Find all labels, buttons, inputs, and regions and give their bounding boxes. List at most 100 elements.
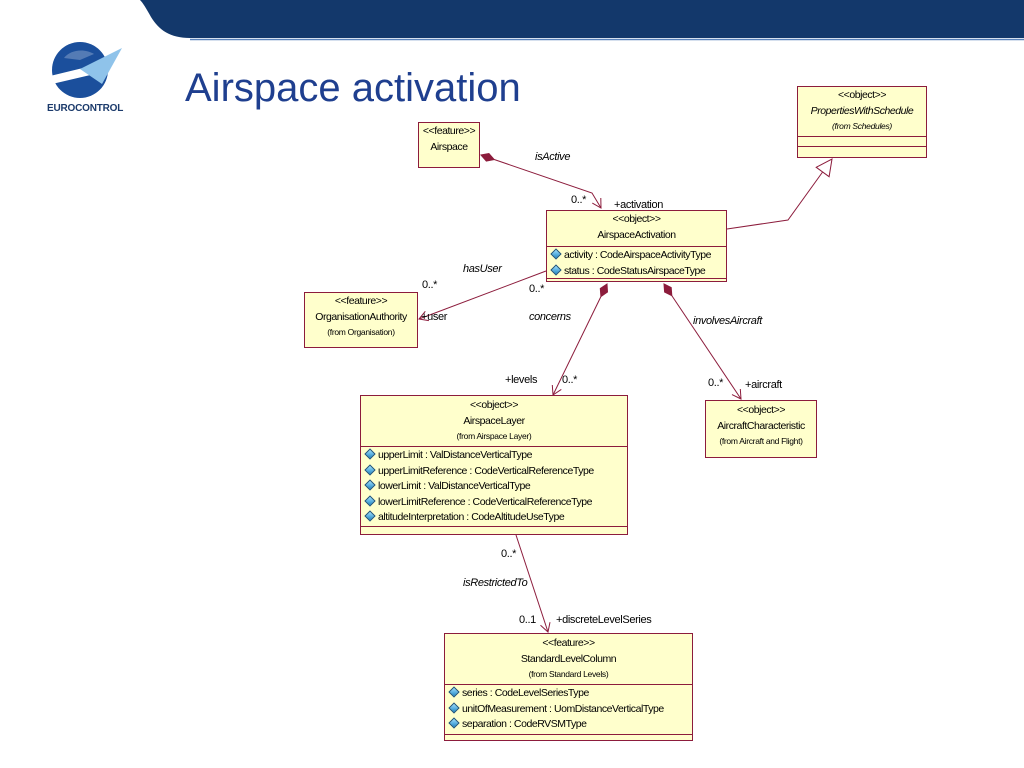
is-active-association <box>480 152 602 209</box>
attribute-text: lowerLimitReference : CodeVerticalRefere… <box>378 495 593 508</box>
attribute-text: upperLimitReference : CodeVerticalRefere… <box>378 464 594 477</box>
role-levels: +levels <box>505 374 538 386</box>
generalization-link <box>726 158 833 230</box>
association-name-involves-aircraft: involvesAircraft <box>693 315 762 327</box>
class-name: AirspaceLayer <box>463 414 525 427</box>
association-name-has-user: hasUser <box>463 263 502 275</box>
operation-compartment <box>798 146 926 157</box>
navigability-arrow <box>592 197 602 209</box>
page-title: Airspace activation <box>185 66 521 110</box>
attribute-text: activity : CodeAirspaceActivityType <box>564 249 712 261</box>
generalization-link-line <box>726 171 824 230</box>
attribute-text: unitOfMeasurement : UomDistanceVerticalT… <box>462 702 664 715</box>
role-discrete-level-series: +discreteLevelSeries <box>556 614 652 626</box>
involves-aircraft-association-line <box>671 295 742 400</box>
class-stereotype: <<object>> <box>469 399 519 411</box>
class-package: (from Organisation) <box>327 327 395 337</box>
attribute-icon <box>448 717 460 729</box>
attribute-icon <box>364 448 376 460</box>
class-organisation-authority: <<feature>> OrganisationAuthority (from … <box>304 292 418 348</box>
eurocontrol-logo-icon <box>50 42 122 98</box>
class-name: StandardLevelColumn <box>520 652 617 665</box>
attribute-row: separation : CodeRVSMType <box>448 717 692 733</box>
class-stereotype: <<feature>> <box>334 295 388 307</box>
navigability-arrow <box>540 622 551 633</box>
navigability-arrow <box>731 388 742 400</box>
class-package: (from Standard Levels) <box>528 669 609 679</box>
attribute-text: status : CodeStatusAirspaceType <box>564 264 706 277</box>
attribute-row: status : CodeStatusAirspaceType <box>550 264 726 280</box>
multiplicity-aircraft: 0..* <box>708 377 724 389</box>
class-stereotype: <<object>> <box>736 404 786 416</box>
class-name: OrganisationAuthority <box>315 310 407 323</box>
class-package: (from Aircraft and Flight) <box>719 436 803 446</box>
association-name-concerns: concerns <box>529 311 571 323</box>
role-activation: +activation <box>614 199 664 211</box>
attribute-icon <box>448 686 460 698</box>
attribute-text: upperLimit : ValDistanceVerticalType <box>378 449 533 461</box>
association-name-is-active: isActive <box>535 151 571 163</box>
multiplicity-activation: 0..* <box>571 194 587 206</box>
navigability-arrow <box>418 310 429 322</box>
is-restricted-to-association <box>515 534 551 633</box>
multiplicity-user: 0..* <box>422 279 438 291</box>
attribute-compartment: activity : CodeAirspaceActivityType stat… <box>547 246 726 278</box>
has-user-association <box>418 270 547 322</box>
class-airspace-activation: <<object>> AirspaceActivation activity :… <box>546 210 727 282</box>
attribute-row: upperLimitReference : CodeVerticalRefere… <box>364 464 627 480</box>
attribute-row: series : CodeLevelSeriesType <box>448 686 692 702</box>
attribute-icon <box>364 479 376 491</box>
class-stereotype: <<object>> <box>837 89 887 101</box>
attribute-row: upperLimit : ValDistanceVerticalType <box>364 448 627 464</box>
class-stereotype: <<object>> <box>612 213 661 225</box>
attribute-compartment <box>798 136 926 146</box>
attribute-text: lowerLimit : ValDistanceVerticalType <box>378 480 531 492</box>
concerns-association-line <box>552 296 602 396</box>
involves-aircraft-association <box>663 283 742 400</box>
multiplicity-discrete-level-series: 0..1 <box>519 614 536 626</box>
attribute-row: altitudeInterpretation : CodeAltitudeUse… <box>364 510 627 526</box>
multiplicity-activation-has-user: 0..* <box>529 283 545 295</box>
attribute-compartment: series : CodeLevelSeriesType unitOfMeasu… <box>445 684 692 734</box>
class-name: Airspace <box>430 140 468 153</box>
class-airspace-layer: <<object>> AirspaceLayer (from Airspace … <box>360 395 628 535</box>
concerns-association <box>551 283 609 396</box>
class-standard-level-column: <<feature>> StandardLevelColumn (from St… <box>444 633 693 741</box>
attribute-icon <box>448 702 460 714</box>
attribute-icon <box>550 264 562 276</box>
operation-compartment <box>445 734 692 740</box>
class-stereotype: <<feature>> <box>542 637 595 649</box>
attribute-text: series : CodeLevelSeriesType <box>462 687 589 699</box>
attribute-row: lowerLimitReference : CodeVerticalRefere… <box>364 495 627 511</box>
has-user-association-line <box>418 270 547 320</box>
class-name: PropertiesWithSchedule <box>810 104 914 117</box>
role-user: +user <box>421 311 448 323</box>
header-banner <box>140 0 1024 41</box>
class-airspace: <<feature>> Airspace <box>418 122 480 168</box>
class-name: AirspaceActivation <box>597 228 676 241</box>
attribute-row: activity : CodeAirspaceActivityType <box>550 248 726 264</box>
attribute-text: separation : CodeRVSMType <box>462 718 587 730</box>
attribute-icon <box>550 248 562 260</box>
class-package: (from Schedules) <box>832 121 892 131</box>
attribute-row: lowerLimit : ValDistanceVerticalType <box>364 479 627 495</box>
role-aircraft: +aircraft <box>745 379 782 391</box>
operation-compartment <box>547 278 726 281</box>
association-name-is-restricted-to: isRestrictedTo <box>463 577 528 589</box>
class-stereotype: <<feature>> <box>422 125 476 137</box>
attribute-icon <box>364 464 376 476</box>
logo-text: EUROCONTROL <box>47 103 124 114</box>
multiplicity-layer: 0..* <box>501 548 517 560</box>
composition-diamond <box>480 152 496 162</box>
composition-diamond <box>663 283 673 297</box>
is-restricted-to-association-line <box>515 534 549 633</box>
class-aircraft-characteristic: <<object>> AircraftCharacteristic (from … <box>705 400 817 458</box>
attribute-compartment: upperLimit : ValDistanceVerticalType upp… <box>361 446 627 526</box>
attribute-icon <box>364 495 376 507</box>
class-properties-with-schedule: <<object>> PropertiesWithSchedule (from … <box>797 86 927 158</box>
class-package: (from Airspace Layer) <box>456 431 532 441</box>
attribute-text: altitudeInterpretation : CodeAltitudeUse… <box>378 511 565 523</box>
composition-diamond <box>599 283 609 298</box>
class-name: AircraftCharacteristic <box>717 419 805 432</box>
